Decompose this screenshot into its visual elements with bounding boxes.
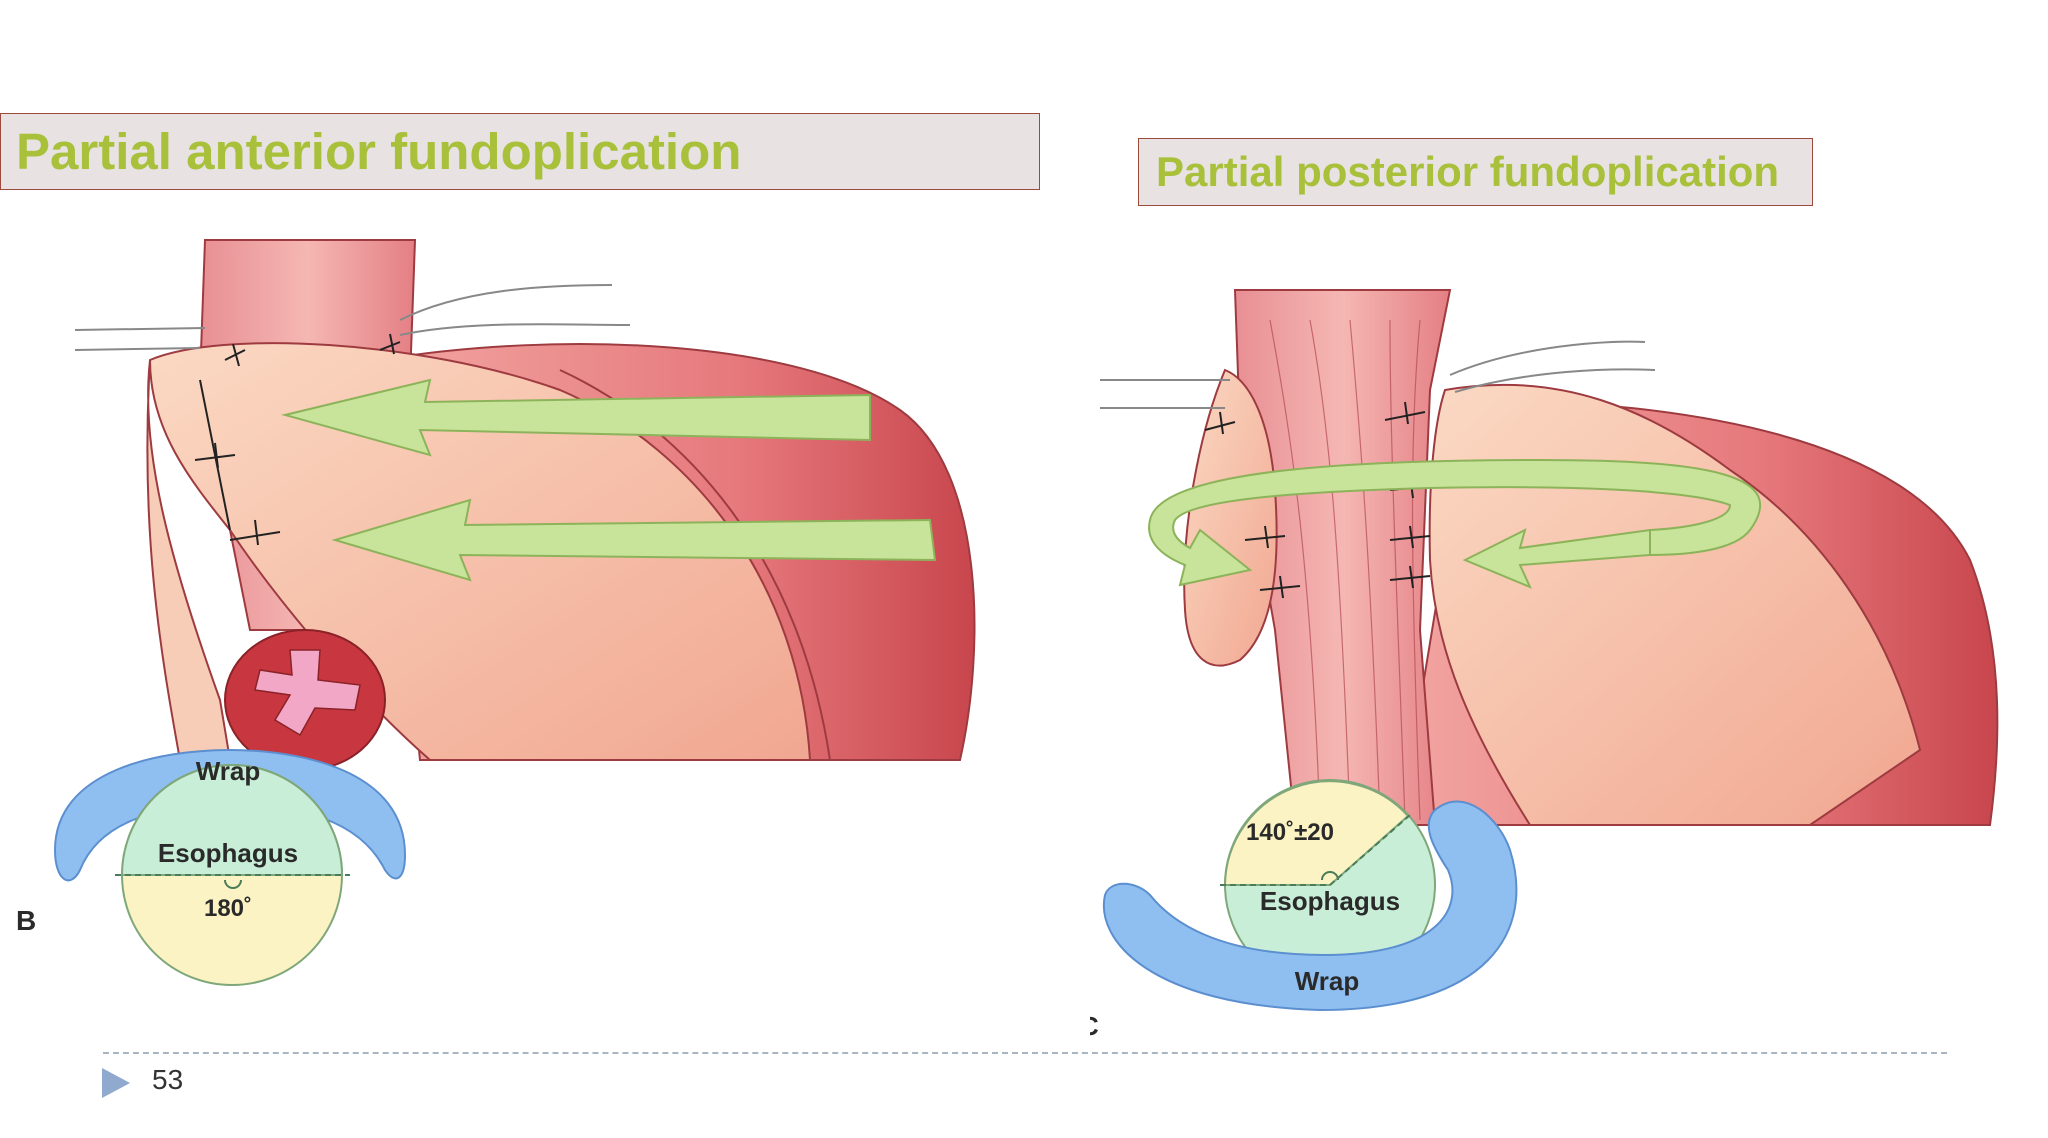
wrap-direction-arrow — [281, 378, 871, 457]
anterior-illustration-svg: Wrap Esophagus 180˚ B — [16, 239, 976, 986]
panel-letter: C — [1090, 1011, 1099, 1041]
esophagus-label: Esophagus — [158, 838, 298, 868]
posterior-wrap-schematic: 140˚±20 Esophagus Wrap C — [1080, 779, 1518, 1041]
slide-bullet-arrow-icon — [102, 1068, 130, 1098]
left-slide-title: Partial anterior fundoplication — [0, 113, 1040, 190]
posterior-fundoplication-illustration: 140˚±20 Esophagus Wrap C — [1080, 230, 2048, 1050]
esophagus-label: Esophagus — [1260, 886, 1400, 916]
right-fundus-flap — [1428, 383, 1922, 826]
esophagus-disc — [120, 764, 344, 876]
wrap-direction-arrow — [1462, 528, 1651, 589]
angle-label: 140˚±20 — [1246, 819, 1334, 846]
left-title-text: Partial anterior fundoplication — [16, 123, 742, 180]
wrap-band — [53, 748, 407, 882]
page-number: 53 — [152, 1064, 184, 1095]
wrap-direction-arrow — [331, 498, 937, 582]
wrap-label: Wrap — [1295, 966, 1360, 996]
footer-divider — [103, 1052, 1947, 1054]
anterior-fundoplication-illustration: Wrap Esophagus 180˚ B — [0, 230, 1020, 1020]
right-slide-title: Partial posterior fundoplication — [1138, 138, 1813, 206]
anterior-wrap-schematic: Wrap Esophagus 180˚ B — [16, 748, 407, 986]
suture-marks — [194, 333, 401, 546]
right-title-text: Partial posterior fundoplication — [1156, 148, 1780, 195]
wrap-band — [1102, 800, 1518, 1012]
panel-letter: B — [16, 905, 36, 936]
wrap-direction-arrow — [1148, 458, 1762, 587]
angle-label: 180˚ — [204, 895, 252, 922]
posterior-illustration-svg: 140˚±20 Esophagus Wrap C — [1080, 289, 1999, 1041]
wrap-label: Wrap — [196, 756, 261, 786]
